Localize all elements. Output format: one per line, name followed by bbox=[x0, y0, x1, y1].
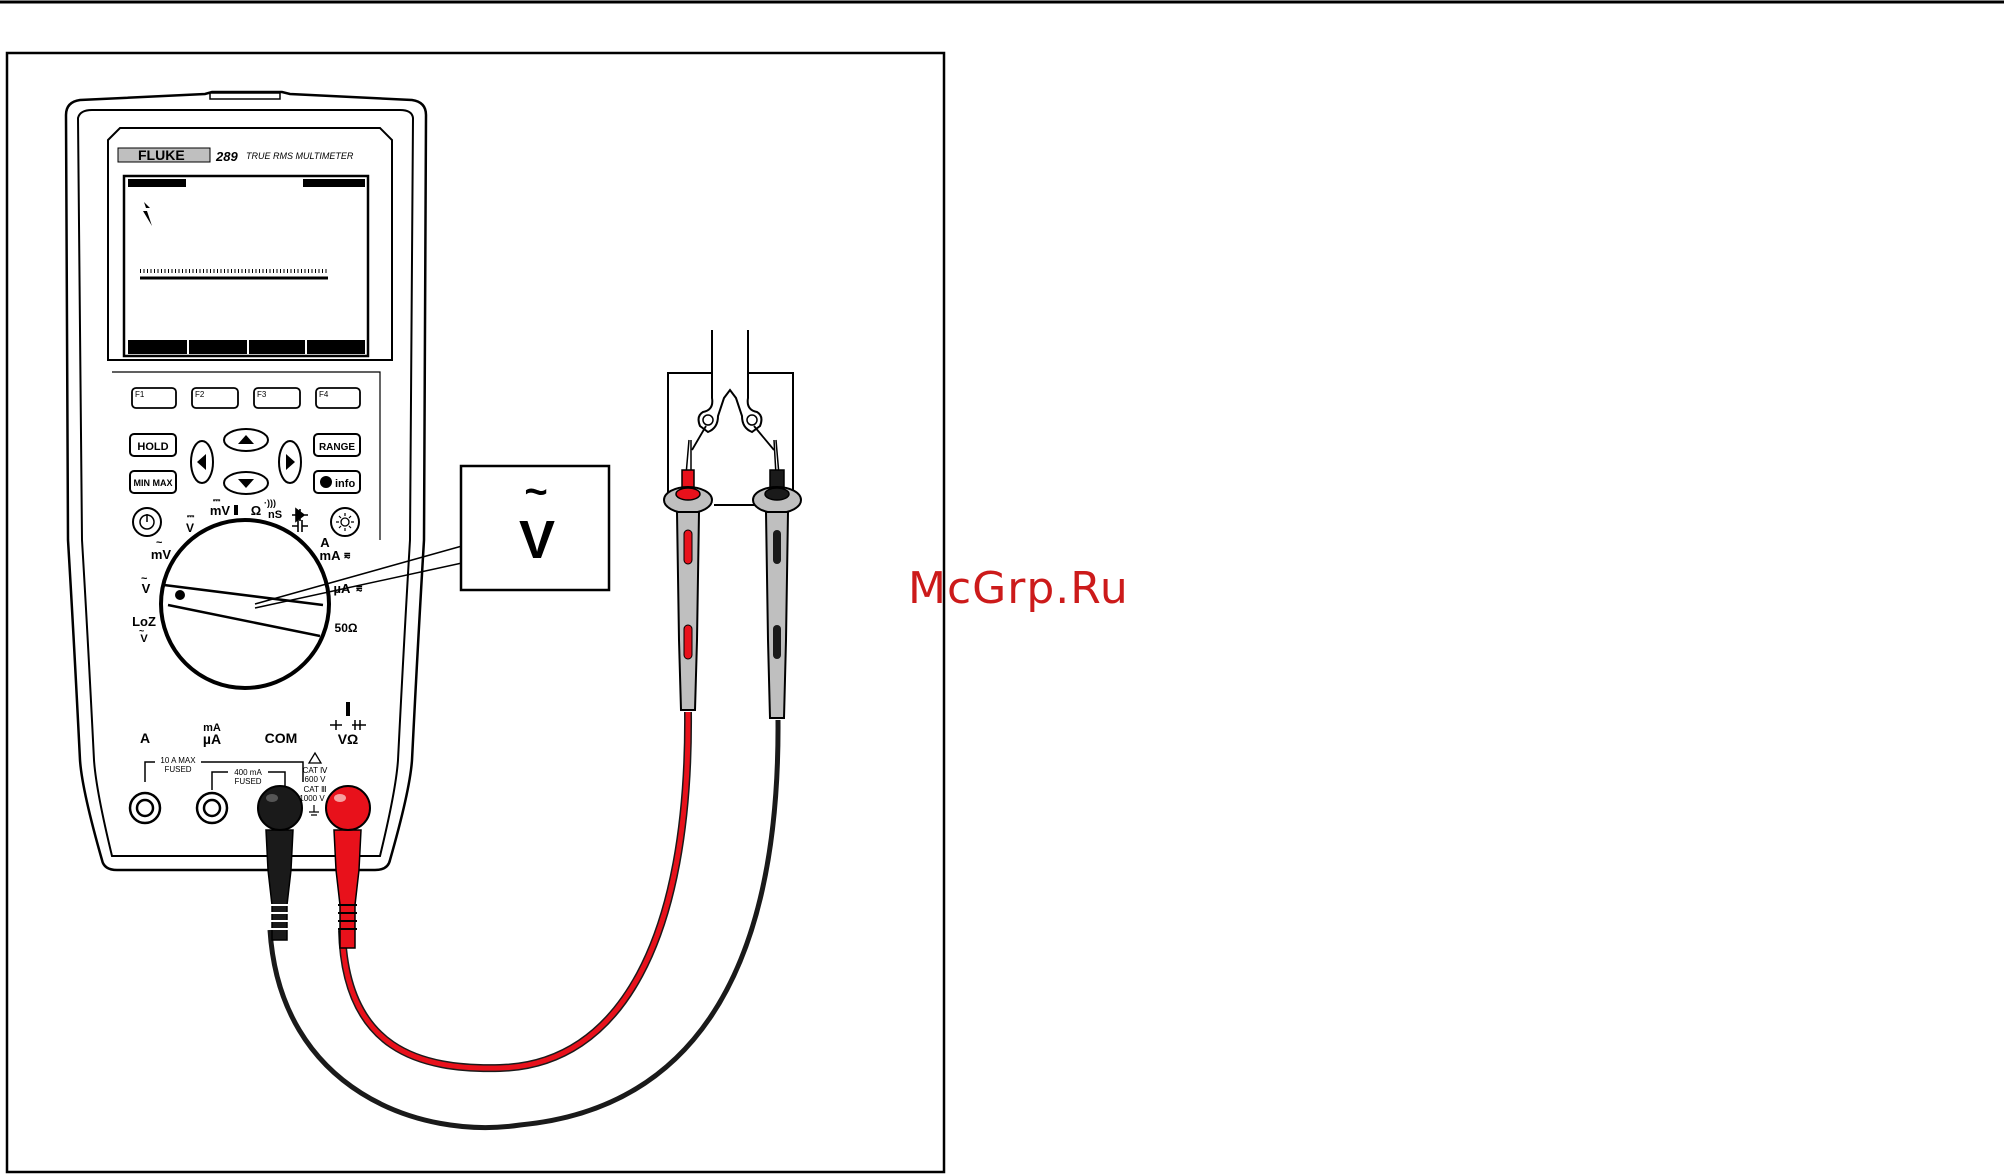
lcd-softkey-bar bbox=[128, 340, 365, 354]
f2-label: F2 bbox=[195, 390, 205, 399]
multimeter: FLUKE 289 TRUE RMS MULTIMETER F1 F2 F3 F… bbox=[66, 92, 462, 870]
range-label: RANGE bbox=[319, 442, 355, 453]
info-icon bbox=[320, 476, 332, 488]
svg-text:~: ~ bbox=[156, 537, 163, 549]
ma-fuse-note-2: FUSED bbox=[234, 777, 261, 786]
jack-label-vohm: VΩ bbox=[338, 731, 359, 747]
dial-label-mvdc: mV bbox=[210, 503, 231, 518]
a-fuse-note-2: FUSED bbox=[164, 765, 191, 774]
callout-ac-symbol: ~ bbox=[524, 470, 547, 514]
info-label: info bbox=[335, 478, 355, 490]
minmax-label: MIN MAX bbox=[134, 478, 173, 488]
model-label: 289 bbox=[215, 149, 238, 164]
cat-note-1: CAT Ⅳ bbox=[303, 766, 328, 775]
jack-label-a: A bbox=[140, 730, 150, 746]
dial-label-ns: nS bbox=[268, 509, 282, 521]
dial-label-mvac: mV bbox=[151, 547, 172, 562]
dial-label-ohm: Ω bbox=[251, 503, 261, 518]
beeper-icon: ·))) bbox=[264, 498, 276, 508]
dial-indicator-dot bbox=[175, 590, 185, 600]
svg-text:⩳: ⩳ bbox=[344, 550, 351, 562]
cat-note-2: 600 V bbox=[305, 775, 327, 784]
jack-label-com: COM bbox=[265, 730, 298, 746]
dial-label-vdc: V bbox=[186, 521, 194, 535]
svg-text:~: ~ bbox=[141, 573, 148, 585]
red-probe bbox=[664, 440, 712, 710]
dial-label-50ohm: 50Ω bbox=[335, 621, 358, 635]
jack-label-ua: µA bbox=[203, 731, 221, 747]
svg-text:⎓: ⎓ bbox=[213, 495, 221, 505]
dial-label-ma: mA bbox=[320, 548, 342, 563]
svg-text:~: ~ bbox=[139, 626, 144, 636]
thermometer-icon bbox=[234, 505, 238, 515]
top-tab bbox=[210, 93, 280, 99]
a-fuse-note-1: 10 A MAX bbox=[160, 756, 196, 765]
f1-label: F1 bbox=[135, 390, 145, 399]
cat-note-3: CAT Ⅲ bbox=[304, 785, 327, 794]
brand-label: FLUKE bbox=[138, 147, 185, 163]
f4-label: F4 bbox=[319, 390, 329, 399]
f3-label: F3 bbox=[257, 390, 267, 399]
backlight-button[interactable] bbox=[331, 508, 359, 536]
watermark: McGrp.Ru bbox=[908, 563, 1129, 614]
svg-text:⎓: ⎓ bbox=[187, 511, 195, 521]
model-description: TRUE RMS MULTIMETER bbox=[246, 151, 354, 161]
lcd-status-bar-right bbox=[303, 179, 365, 187]
callout-v-label: V bbox=[519, 510, 555, 570]
lcd-status-bar-left bbox=[128, 179, 186, 187]
ma-fuse-note-1: 400 mA bbox=[234, 768, 262, 777]
rotary-dial[interactable] bbox=[161, 520, 329, 688]
lcd-screen bbox=[124, 176, 368, 356]
cat-note-4: 1000 V bbox=[299, 794, 325, 803]
hold-label: HOLD bbox=[137, 441, 168, 453]
jack-thermometer-icon bbox=[346, 702, 350, 716]
